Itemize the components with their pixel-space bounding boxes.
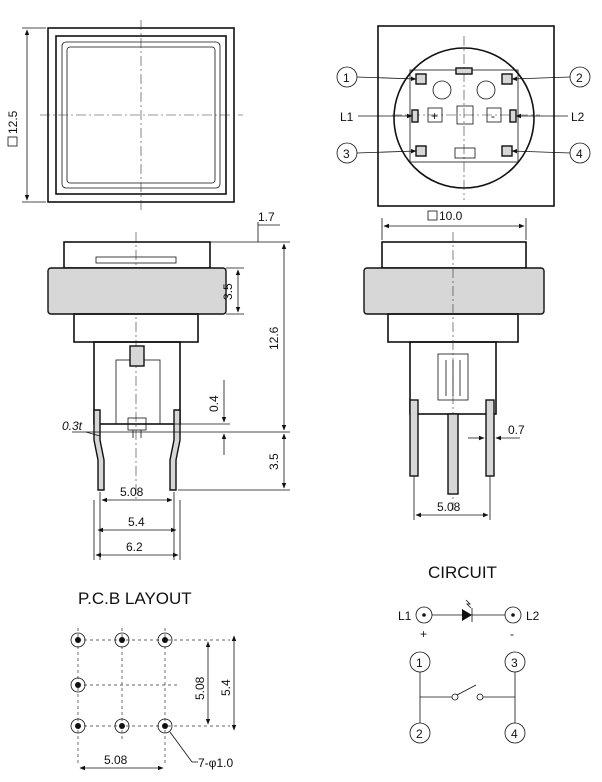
circuit-node-1: 1	[416, 656, 423, 670]
dim-1-7: 1.7	[258, 210, 275, 224]
callout-2: 2	[576, 71, 583, 85]
square-symbol-icon	[7, 136, 18, 147]
dim-5-08-front: 5.08	[120, 485, 144, 499]
circuit-node-4: 4	[511, 727, 518, 741]
dim-0-4: 0.4	[207, 395, 221, 412]
dim-5-4-front: 5.4	[128, 515, 145, 529]
dim-3-5-bottom: 3.5	[267, 453, 281, 470]
circuit-minus: -	[510, 627, 514, 641]
circuit-l1: L1	[398, 609, 412, 623]
dim-12-6: 12.6	[267, 326, 281, 350]
dim-12-5: 12.5	[6, 110, 20, 134]
circuit-diagram: CIRCUIT L1 L2 + - 1 3 2 4	[398, 563, 540, 744]
callout-3: 3	[343, 147, 350, 161]
circuit-title: CIRCUIT	[428, 563, 497, 582]
callout-4: 4	[576, 147, 583, 161]
pcb-layout: P.C.B LAYOUT 5.08 5.4 5.08 7-φ1.0	[70, 589, 237, 771]
top-view: 12.5	[6, 20, 243, 210]
dim-0-7: 0.7	[508, 423, 525, 437]
square-symbol-icon-2	[427, 210, 438, 221]
bottom-minus: -	[491, 109, 495, 123]
bottom-l1: L1	[340, 110, 354, 124]
dim-5-08-side: 5.08	[437, 500, 461, 514]
dim-0-3t: 0.3t	[62, 419, 83, 433]
callout-1: 1	[343, 71, 350, 85]
pcb-hole-4	[70, 677, 86, 693]
circuit-plus: +	[420, 627, 427, 641]
switch-contact-icon	[456, 684, 477, 696]
pcb-hole-3	[157, 632, 173, 648]
pcb-dim-5-08-v: 5.08	[193, 676, 207, 700]
circuit-l2: L2	[526, 609, 540, 623]
pcb-hole-2	[114, 632, 130, 648]
pcb-layout-title: P.C.B LAYOUT	[78, 589, 192, 608]
pcb-dim-5-08-h: 5.08	[104, 753, 128, 767]
dim-10-0: 10.0	[439, 209, 463, 223]
pcb-hole-5	[70, 718, 86, 734]
circuit-node-2: 2	[416, 727, 423, 741]
dim-6-2: 6.2	[126, 540, 143, 554]
pcb-hole-7	[157, 718, 173, 734]
bottom-l2: L2	[571, 110, 585, 124]
pcb-holes-label: 7-φ1.0	[198, 756, 233, 770]
front-view: 0.3t 1.7 3.5 12.6 0.4 3.5 5.08 5.4	[47, 210, 290, 560]
pcb-hole-6	[114, 718, 130, 734]
side-view: 10.0 0.7 5.08	[363, 209, 545, 520]
dim-3-5-top: 3.5	[221, 283, 235, 300]
pcb-dim-5-4: 5.4	[219, 679, 233, 696]
bottom-view: + - 1 2 3 4 L1 L2	[336, 25, 591, 207]
pcb-hole-1	[70, 632, 86, 648]
circuit-node-3: 3	[511, 656, 518, 670]
led-diode-icon	[462, 609, 472, 621]
bottom-plus: +	[431, 109, 438, 123]
